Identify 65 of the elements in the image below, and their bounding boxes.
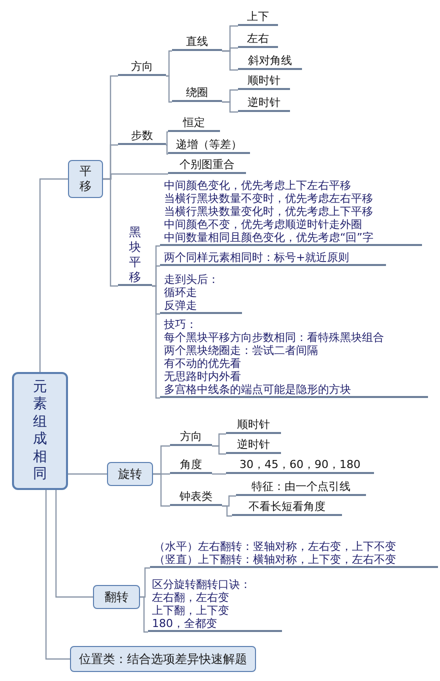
connector-line — [39, 178, 68, 372]
topic-label: 恒定 — [168, 114, 220, 132]
note-line: 当横行黑块数量不变时，优先考虑左右平移 — [164, 192, 374, 205]
topic-label: 递增（等差） — [168, 136, 250, 154]
note-line: 走到头后： — [164, 273, 220, 286]
connector-line — [153, 473, 170, 507]
connector-line — [45, 490, 70, 660]
note-line: （竖直）上下翻转：横轴对称，上下变，左右不变 — [154, 553, 397, 566]
note-line: 技巧： — [164, 318, 198, 331]
note-line: 中间数量相同且颜色变化，优先考虑“回”字 — [164, 231, 374, 244]
note-line: 中间颜色变化，优先考虑上下左右平移 — [164, 179, 352, 192]
topic-label: 绕圈 — [172, 84, 222, 102]
topic-label: 顺时针 — [226, 416, 281, 434]
note-line: 每个黑块平移方向步数相同：看特殊黑块组合 — [164, 331, 385, 344]
note-line: 当横行黑块数量变化时，优先考虑上下平移 — [164, 205, 374, 218]
topic-label: 步数 — [118, 125, 166, 145]
note-line: 两个黑块绕圈走：尝试二者间隔 — [164, 344, 319, 357]
note-line: 180，全都变 — [152, 617, 218, 630]
connector-line — [166, 50, 172, 77]
topic-label: 直线 — [172, 33, 222, 51]
note-line: 循环走 — [164, 286, 198, 299]
note-line: 反弹走 — [164, 299, 198, 312]
topic-label: 钟表类 — [170, 488, 222, 506]
topic-label: 个别图重合 — [168, 156, 246, 174]
connector-line — [140, 596, 148, 633]
connector-line — [212, 445, 226, 455]
note-block — [160, 316, 428, 398]
topic-label: 30，45，60，90，180 — [226, 456, 374, 474]
connector-line — [222, 50, 238, 71]
topic-label: 逆时针 — [226, 436, 281, 454]
topic-label: 特征：由一个点引线 — [236, 478, 366, 496]
connector-line — [103, 178, 118, 287]
connector-line — [222, 101, 238, 113]
connector-line — [166, 75, 172, 103]
note-line: 无思路时内外看 — [164, 370, 242, 383]
note-line: 中间颜色不变，优先考虑顺逆时针走外圈 — [164, 218, 363, 231]
topic-box: 位置类：结合选项差异快速解题 — [70, 646, 256, 672]
topic-box: 旋转 — [107, 462, 153, 486]
topic-label: 不看长短看角度 — [232, 498, 342, 516]
note-line: （水平）左右翻转：竖轴对称，左右变，上下不变 — [154, 540, 397, 553]
topic-box: 平移 — [68, 160, 103, 198]
topic-label: 角度 — [170, 456, 212, 474]
note-line: 两个同样元素相同时：标号+就近原则 — [164, 251, 350, 264]
topic-label: 黑块平移 — [118, 226, 152, 286]
connector-line — [166, 144, 168, 155]
connector-line — [152, 285, 160, 399]
topic-label: 逆时针 — [238, 94, 290, 112]
topic-label: 上下 — [238, 8, 278, 26]
note-line: 区分旋转翻转口诀： — [152, 578, 252, 591]
topic-box: 翻转 — [93, 585, 140, 609]
topic-label: 左右 — [238, 30, 278, 48]
topic-label: 顺时针 — [238, 72, 290, 90]
connector-line — [222, 505, 232, 517]
root-topic-box: 元素组成相同 — [12, 372, 68, 490]
connector-line — [212, 473, 226, 475]
connector-line — [68, 473, 107, 475]
connector-line — [166, 131, 168, 146]
topic-label: 方向 — [118, 56, 166, 76]
topic-label: 方向 — [170, 428, 212, 446]
note-line: 左右翻，左右变 — [152, 591, 230, 604]
note-line: 有不动的优先看 — [164, 357, 242, 370]
connector-line — [55, 490, 93, 598]
note-line: 上下翻，上下变 — [152, 604, 230, 617]
topic-label: 斜对角线 — [238, 52, 302, 70]
note-line: 多宫格中线条的端点可能是隐形的方块 — [164, 383, 352, 396]
